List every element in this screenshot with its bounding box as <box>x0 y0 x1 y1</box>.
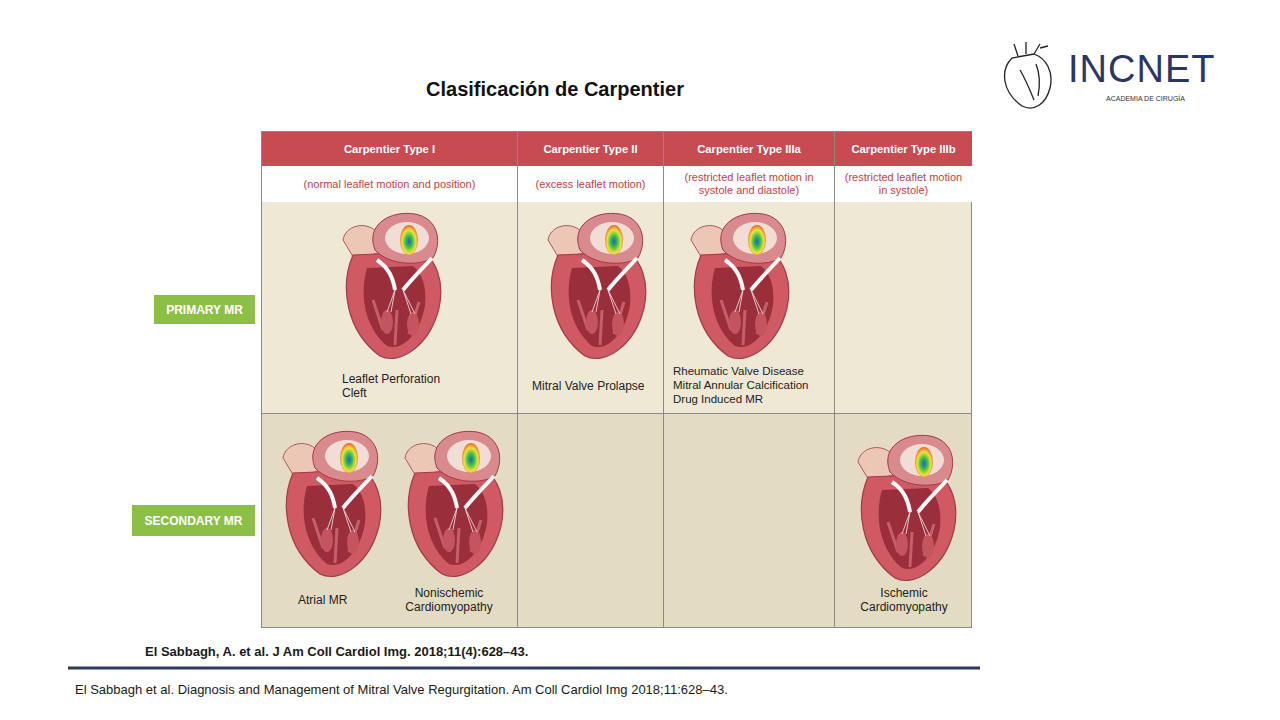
heart-illustration <box>283 431 381 576</box>
cause-label: Leaflet Perforation <box>342 372 492 386</box>
header-subtitle: (normal leaflet motion and position) <box>262 166 517 202</box>
heart-illustration <box>548 213 646 358</box>
heart-illustration <box>405 431 503 576</box>
header-subtitle: (excess leaflet motion) <box>518 166 663 202</box>
citation: El Sabbagh, A. et al. J Am Coll Cardiol … <box>145 644 745 659</box>
header-ground <box>261 131 972 201</box>
column-header: Carpentier Type I(normal leaflet motion … <box>262 132 517 202</box>
separator-line <box>68 667 980 670</box>
logo-wordmark: INCNET <box>1068 50 1268 88</box>
row-label: PRIMARY MR <box>166 303 243 317</box>
row-tag: SECONDARY MR <box>132 505 255 536</box>
logo-heart <box>1005 42 1051 108</box>
heart-illustration <box>343 213 441 358</box>
slide-title: Clasificación de Carpentier <box>380 78 730 101</box>
header-title: Carpentier Type IIIa <box>664 132 834 166</box>
column-header: Carpentier Type IIIb(restricted leaflet … <box>835 132 972 202</box>
logo-subtitle: ACADEMIA DE CIRUGÍA <box>1106 95 1256 103</box>
footer-reference: El Sabbagh et al. Diagnosis and Manageme… <box>75 682 975 697</box>
cause-label: Mitral Annular Calcification <box>673 379 832 392</box>
column-header: Carpentier Type II(excess leaflet motion… <box>518 132 663 202</box>
column-header: Carpentier Type IIIa(restricted leaflet … <box>664 132 834 202</box>
cause-label: Ischemic Cardiomyopathy <box>855 586 953 614</box>
cause-label: Cleft <box>342 386 492 400</box>
header-subtitle: (restricted leaflet motion in systole) <box>835 166 972 202</box>
cause-label: Drug Induced MR <box>673 393 832 406</box>
cause-label: Rheumatic Valve Disease <box>673 365 832 378</box>
row-tag: PRIMARY MR <box>154 295 255 324</box>
primary-row-ground <box>261 201 972 413</box>
secondary-row-ground <box>261 413 972 628</box>
heart-illustration <box>691 213 789 358</box>
table-grid <box>261 131 972 628</box>
header-subtitle: (restricted leaflet motion in systole an… <box>664 166 834 202</box>
heart-illustration <box>858 435 956 580</box>
header-title: Carpentier Type IIIb <box>835 132 972 166</box>
header-title: Carpentier Type I <box>262 132 517 166</box>
cause-label: Atrial MR <box>298 593 388 607</box>
header-title: Carpentier Type II <box>518 132 663 166</box>
cause-label: Mitral Valve Prolapse <box>532 379 660 393</box>
cause-label: Nonischemic Cardiomyopathy <box>400 586 498 614</box>
row-label: SECONDARY MR <box>144 514 242 528</box>
